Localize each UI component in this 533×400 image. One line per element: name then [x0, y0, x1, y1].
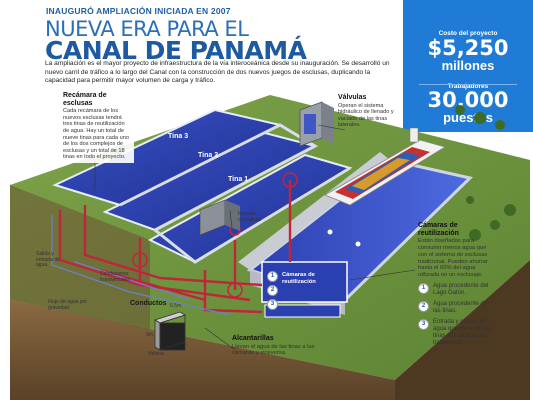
culvert-box-icon	[154, 311, 186, 351]
exit-entry-label: Salida y entrada de agua	[36, 251, 60, 269]
stats-panel: Costo del proyecto $5,250 millones Traba…	[403, 0, 533, 132]
chamber-label: Cámaras de reutilización	[282, 272, 316, 285]
tub-3-label: Tina 3	[168, 133, 189, 140]
transverse-conductors-label: Conductores transversales	[100, 271, 130, 283]
camaras-title: Cámaras de reutilización	[418, 222, 459, 237]
callout-recamara: Recámara de esclusas Cada recámara de lo…	[60, 90, 134, 163]
tub-1-label: Tina 1	[228, 176, 249, 183]
cost-label: Costo del proyecto	[438, 30, 498, 37]
gates-label: Puertas corredizas	[238, 211, 262, 223]
callout-camaras: Cámaras de reutilización Están diseñadas…	[418, 222, 496, 347]
gravity-flow-label: Flujo de agua por gravedad	[48, 299, 87, 311]
tub-2-label: Tina 2	[198, 152, 219, 159]
valvulas-text: Operan el sistema hidráulico de llenado …	[338, 102, 394, 129]
recamara-title: Recámara de esclusas	[63, 92, 107, 107]
title-line-1: NUEVA ERA PARA EL	[45, 17, 249, 41]
flow-marker-1	[132, 252, 148, 268]
tub-walls	[119, 123, 351, 264]
jobs-label: Trabajadores	[447, 82, 489, 90]
jobs-value: 30,000	[427, 88, 509, 112]
pipe-network	[58, 180, 292, 314]
soil-front	[10, 300, 395, 400]
legend-item-3: 3 Entrada y salida del agua que viene de…	[418, 318, 496, 347]
chamber-num-1: 1	[267, 264, 278, 282]
dim-height: 9m	[146, 332, 153, 338]
legend-item-1: 1 Agua procedente del Lago Gatún.	[418, 282, 496, 297]
pipe-network-blue	[51, 215, 231, 316]
alcantarillas-text: Llevan el agua de las tinas a las cámara…	[232, 343, 315, 357]
conduits-title: Conductos	[130, 300, 167, 307]
legend-item-2: 2 Agua procedente de las tinas.	[418, 300, 496, 315]
leader-lines	[94, 124, 416, 351]
callout-alcantarillas: Alcantarillas Llevan el agua de las tina…	[232, 335, 332, 357]
callout-valvulas: Válvulas Operan el sistema hidráulico de…	[338, 94, 396, 129]
chamber-num-2: 2	[267, 278, 278, 296]
alcantarillas-title: Alcantarillas	[232, 335, 274, 342]
reuse-chamber	[261, 261, 348, 303]
container-ship-icon	[324, 127, 446, 206]
reuse-chamber-2	[264, 304, 341, 318]
camaras-text: Están diseñadas para consumir menos agua…	[418, 238, 488, 279]
flow-marker-3	[282, 172, 298, 188]
lead-paragraph: La ampliación es el mayor proyecto de in…	[45, 60, 390, 85]
tug-boat-icon	[327, 229, 333, 235]
title-line-2: CANAL DE PANAMÁ	[45, 36, 307, 65]
chamber-num-3: 3	[267, 292, 278, 310]
dim-width: 6.5m	[170, 303, 182, 309]
valvulas-title: Válvulas	[338, 94, 367, 101]
flow-marker-2	[227, 282, 243, 298]
kicker: INAUGURÓ AMPLIACIÓN INICIADA EN 2007	[46, 6, 231, 16]
dim-length: Helena	[148, 351, 164, 357]
cost-unit: millones	[441, 57, 495, 73]
stats-divider	[419, 84, 517, 85]
recamara-text: Cada recámara de los nuevos esclusas ten…	[63, 108, 129, 161]
tug-boat-icon-2	[355, 241, 361, 247]
cost-value: $5,250	[427, 35, 509, 60]
soil-right	[395, 260, 530, 400]
soil-left-face	[10, 185, 150, 330]
